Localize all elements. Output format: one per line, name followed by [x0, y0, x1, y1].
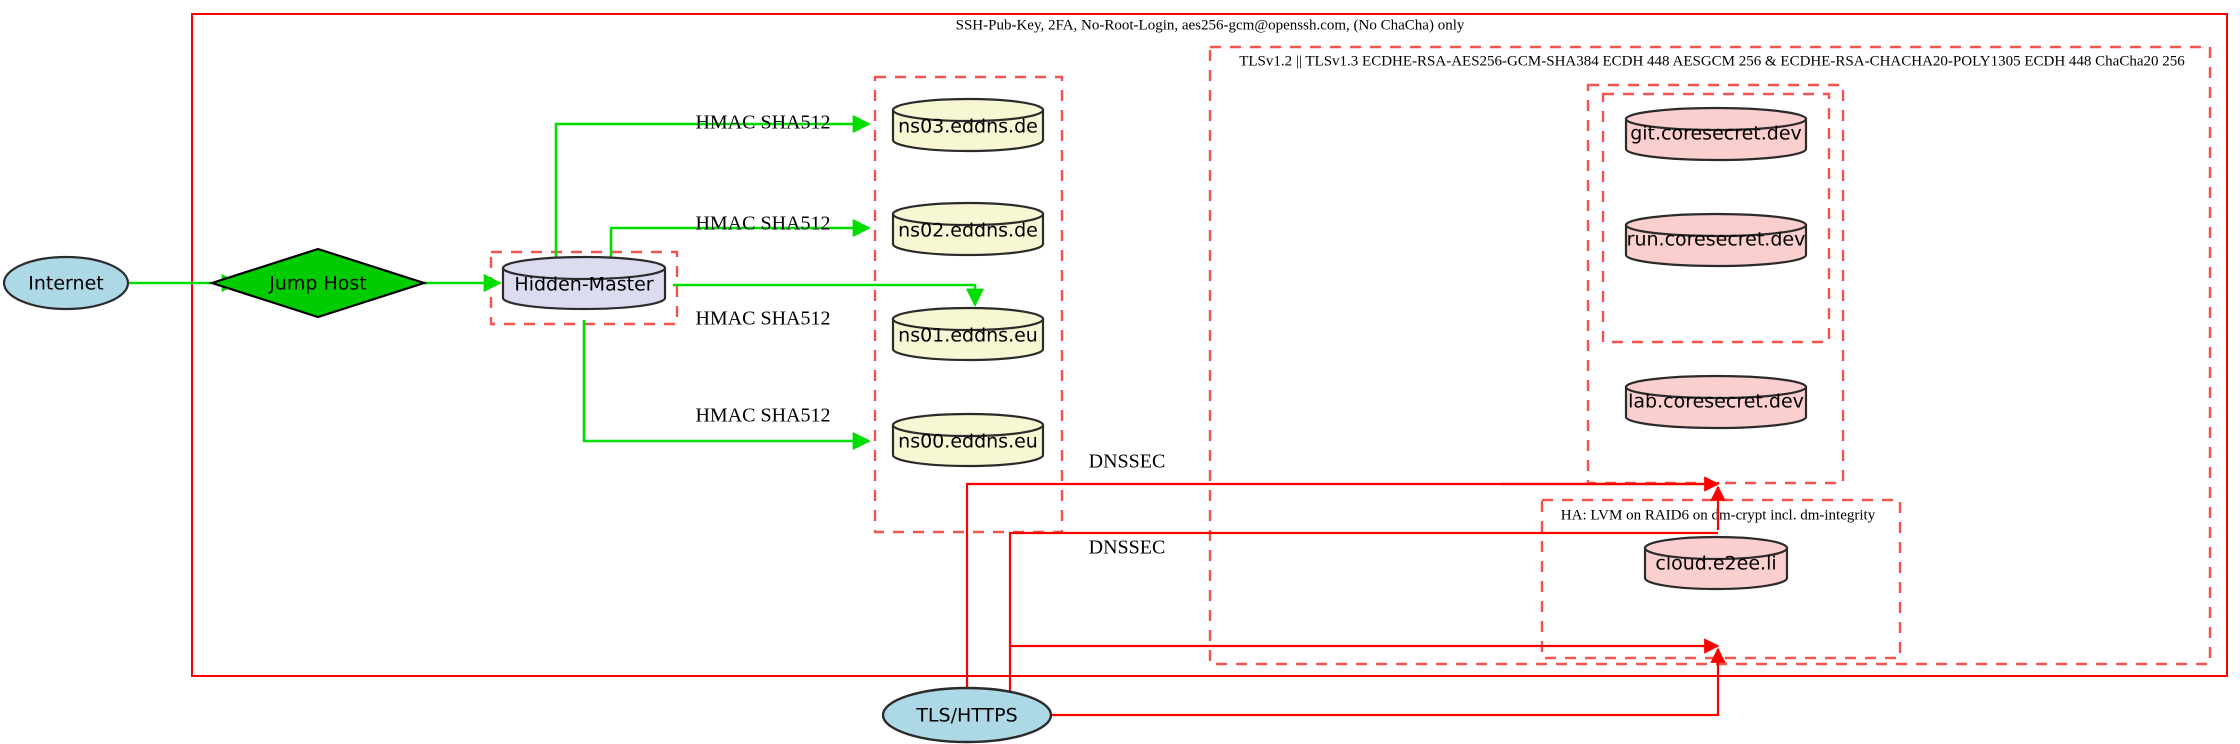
run-cylinder-top [1624, 212, 1808, 238]
node-ns02[interactable]: ns02.eddns.de [891, 201, 1045, 257]
ns01-cylinder-top [891, 306, 1045, 332]
edge-hidden-master-to-ns02 [609, 218, 871, 258]
cloud-cylinder-top [1643, 535, 1789, 561]
edge-label-hmac-ns00: HMAC SHA512 [695, 405, 830, 427]
node-cloud-e2ee[interactable]: cloud.e2ee.li [1643, 535, 1789, 591]
edge-tls-https-lower-segment [1008, 531, 1718, 715]
node-ns03-label: ns03.eddns.de [898, 116, 1038, 138]
red-edges [965, 476, 1726, 717]
tls-https-ellipse-shape[interactable] [881, 686, 1053, 744]
internet-ellipse-shape[interactable] [2, 255, 130, 311]
node-jump-host[interactable]: Jump Host [208, 247, 428, 319]
node-internet[interactable]: Internet [2, 255, 130, 311]
ns03-cylinder-top [891, 97, 1045, 123]
node-ns03[interactable]: ns03.eddns.de [891, 97, 1045, 153]
node-run-coresecret[interactable]: run.coresecret.dev [1624, 212, 1808, 268]
node-run-label: run.coresecret.dev [1627, 229, 1806, 251]
node-lab-coresecret[interactable]: lab.coresecret.dev [1624, 374, 1808, 430]
edge-label-hmac-ns02: HMAC SHA512 [695, 213, 830, 235]
node-ns02-label: ns02.eddns.de [898, 220, 1038, 242]
edge-label-hmac-ns03: HMAC SHA512 [695, 112, 830, 134]
git-cylinder-top [1624, 106, 1808, 132]
edge-hidden-master-to-ns03 [554, 114, 871, 258]
node-tls-https[interactable]: TLS/HTTPS [881, 686, 1053, 744]
node-hidden-master[interactable]: Hidden-Master [501, 255, 667, 311]
edge-tls-https-to-right [1051, 700, 1720, 717]
ns00-cylinder-top [891, 412, 1045, 438]
cluster-ssh-label: SSH-Pub-Key, 2FA, No-Root-Login, aes256-… [956, 17, 1465, 33]
node-lab-label: lab.coresecret.dev [1628, 391, 1804, 413]
node-jump-host-label: Jump Host [268, 273, 367, 295]
jump-host-diamond-shape[interactable] [208, 247, 428, 319]
node-git-coresecret[interactable]: git.coresecret.dev [1624, 106, 1808, 162]
edge-label-hmac-ns01: HMAC SHA512 [695, 308, 830, 330]
edge-label-dnssec-top: DNSSEC [1089, 451, 1166, 473]
edge-tls-https-upper-segment [965, 482, 1718, 715]
edge-hidden-master-to-ns01 [673, 283, 985, 307]
node-ns01[interactable]: ns01.eddns.eu [891, 306, 1045, 362]
ns02-cylinder-top [891, 201, 1045, 227]
node-git-label: git.coresecret.dev [1630, 123, 1802, 145]
cluster-tls-label: TLSv1.2 || TLSv1.3 ECDHE-RSA-AES256-GCM-… [1239, 53, 2185, 69]
cluster-tls-perimeter: TLSv1.2 || TLSv1.3 ECDHE-RSA-AES256-GCM-… [1208, 45, 2212, 666]
edge-label-dnssec-bottom: DNSSEC [1089, 537, 1166, 559]
node-ns01-label: ns01.eddns.eu [898, 325, 1038, 347]
edge-hidden-master-to-ns00 [582, 320, 871, 451]
lab-cylinder-top [1624, 374, 1808, 400]
node-tls-https-label: TLS/HTTPS [915, 705, 1017, 727]
node-internet-label: Internet [28, 273, 103, 295]
hidden-master-cylinder-top [501, 255, 667, 281]
node-cloud-label: cloud.e2ee.li [1655, 553, 1776, 575]
cluster-ssh-perimeter: SSH-Pub-Key, 2FA, No-Root-Login, aes256-… [191, 13, 2228, 677]
node-ns00-label: ns00.eddns.eu [898, 431, 1038, 453]
node-ns00[interactable]: ns00.eddns.eu [891, 412, 1045, 468]
node-hidden-master-label: Hidden-Master [514, 274, 653, 296]
